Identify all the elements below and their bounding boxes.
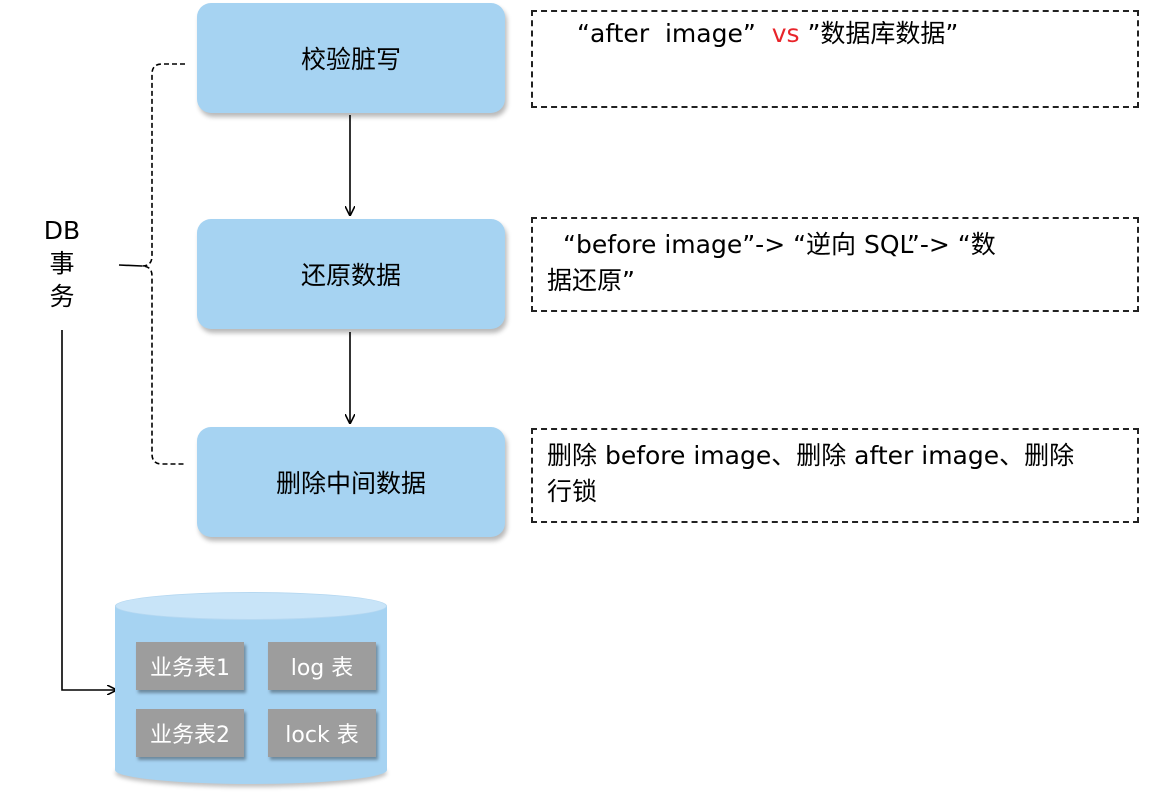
- label-char: 务: [49, 282, 75, 311]
- step-label: 还原数据: [300, 261, 401, 290]
- vs-text: vs: [771, 19, 800, 48]
- note-text: “after image”: [577, 19, 772, 48]
- transaction-bracket: [141, 63, 185, 465]
- note-line: 删除 before image、删除 after image、删除: [547, 441, 1075, 470]
- step-delete-intermediate-data: 删除中间数据: [197, 427, 505, 537]
- note-line: 据还原”: [547, 266, 635, 295]
- table-lock: lock 表: [268, 709, 376, 757]
- note-text: ”数据库数据”: [799, 19, 959, 48]
- note-delete-intermediate-data: 删除 before image、删除 after image、删除 行锁: [531, 428, 1139, 523]
- note-restore-data: “before image”-> “逆向 SQL”-> “数 据还原”: [531, 217, 1139, 312]
- label-char: 事: [49, 249, 75, 278]
- db-transaction-label: DB 事 务: [36, 214, 88, 313]
- arrow-label-to-database: [61, 330, 116, 690]
- table-business-1: 业务表1: [136, 642, 244, 690]
- note-verify-dirty-write: “after image” vs ”数据库数据”: [531, 10, 1139, 108]
- step-label: 删除中间数据: [275, 469, 426, 498]
- bracket-to-label-line: [118, 264, 143, 267]
- table-label: 业务表1: [150, 656, 230, 681]
- table-label: 业务表2: [150, 723, 230, 748]
- label-char: DB: [43, 216, 81, 245]
- note-line: “before image”-> “逆向 SQL”-> “数: [563, 230, 996, 259]
- table-label: log 表: [290, 656, 354, 681]
- note-line: 行锁: [547, 477, 598, 506]
- table-business-2: 业务表2: [136, 709, 244, 757]
- cylinder-top: [115, 592, 387, 620]
- step-restore-data: 还原数据: [197, 219, 505, 329]
- step-label: 校验脏写: [300, 45, 401, 74]
- table-label: lock 表: [285, 723, 359, 748]
- table-log: log 表: [268, 642, 376, 690]
- step-verify-dirty-write: 校验脏写: [197, 3, 505, 113]
